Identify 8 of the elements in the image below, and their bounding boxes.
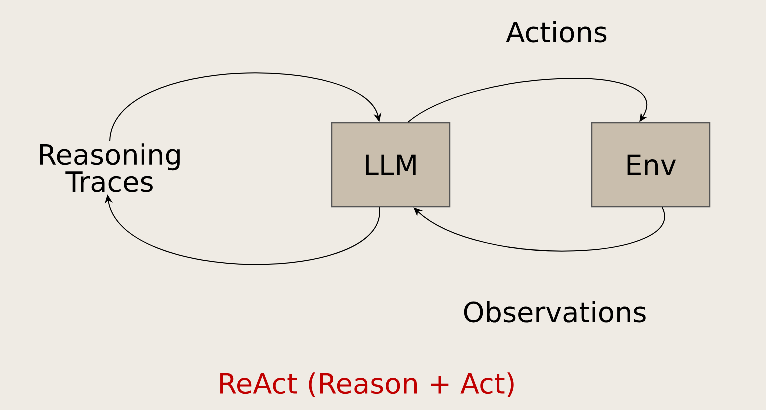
- edge-label: Observations: [462, 300, 648, 324]
- edge-label: Actions: [505, 20, 609, 44]
- process-box: LLM: [331, 122, 451, 208]
- process-box: Env: [591, 122, 711, 208]
- arrow: [408, 78, 648, 123]
- arrow: [110, 73, 382, 142]
- text-label: Reasoning Traces: [40, 144, 180, 192]
- caption: ReAct (Reason + Act): [220, 372, 514, 398]
